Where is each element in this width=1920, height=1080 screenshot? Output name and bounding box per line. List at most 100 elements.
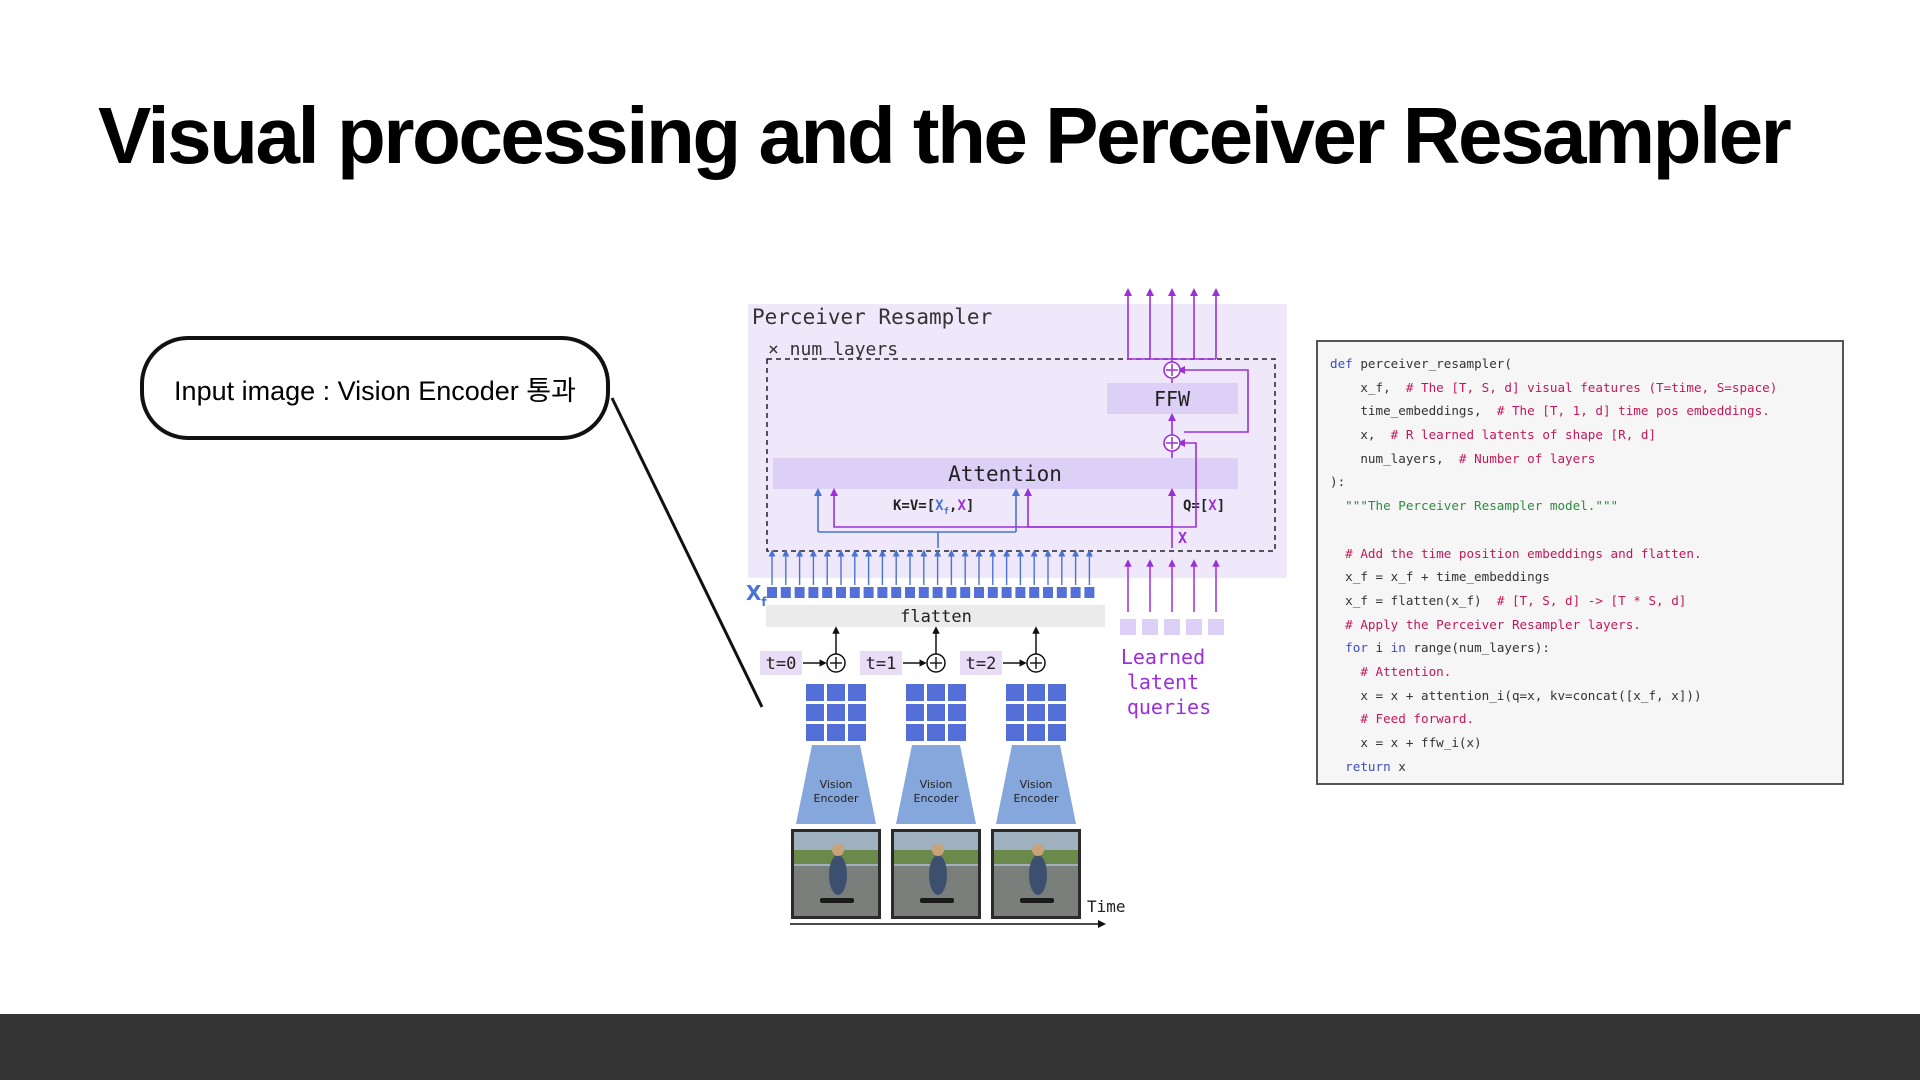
- perceiver-diagram: Perceiver Resampler × num_layers FFW Att…: [746, 288, 1287, 928]
- xf-token: [1084, 587, 1095, 598]
- attention-label: Attention: [948, 462, 1062, 486]
- residual-plus-attention: [1163, 434, 1181, 452]
- xf-token: [794, 587, 805, 598]
- feature-cell: [927, 704, 945, 721]
- xf-token: [1029, 587, 1040, 598]
- xf-token: [974, 587, 984, 598]
- vision-encoder-block: [896, 745, 976, 824]
- code-line: # Attention.: [1330, 660, 1842, 684]
- xf-token: [1043, 587, 1053, 598]
- feature-cell: [1006, 684, 1024, 701]
- code-line: # Add the time position embeddings and f…: [1330, 542, 1842, 566]
- skater-head: [932, 844, 944, 856]
- code-token: ):: [1330, 474, 1346, 490]
- feature-cell: [827, 684, 845, 701]
- footer-bar: [0, 1014, 1920, 1080]
- feature-cell: [848, 704, 866, 721]
- time-label-box: [960, 651, 1002, 675]
- x-label: X: [1178, 529, 1187, 547]
- code-token: """The Perceiver Resampler model.""": [1330, 498, 1619, 514]
- code-token: x = x + ffw_i(x): [1330, 735, 1482, 750]
- xf-token: [822, 587, 833, 598]
- xf-token: [987, 587, 998, 598]
- latent-query-token: [1208, 619, 1224, 635]
- code-token: # [T, S, d] -> [T * S, d]: [1496, 592, 1687, 608]
- code-line: """The Perceiver Resampler model.""": [1330, 494, 1842, 518]
- latent-query-token: [1164, 619, 1180, 635]
- code-token: i: [1367, 640, 1391, 656]
- slide-title: Visual processing and the Perceiver Resa…: [98, 91, 1792, 180]
- xf-token: [932, 587, 943, 598]
- code-token: x,: [1330, 427, 1391, 443]
- code-token: # Number of layers: [1458, 450, 1596, 466]
- code-line: x = x + ffw_i(x): [1330, 731, 1842, 755]
- xf-token-row: [767, 549, 1095, 598]
- feature-cell: [1048, 724, 1066, 741]
- skater-figure: [1029, 855, 1047, 895]
- code-line: [1330, 518, 1842, 542]
- xf-token: [1070, 587, 1081, 598]
- code-panel: def perceiver_resampler( x_f, # The [T, …: [1316, 340, 1844, 785]
- time-label: t=2: [966, 654, 997, 674]
- vision-encoder-block: [796, 745, 876, 824]
- code-line: def perceiver_resampler(: [1330, 352, 1842, 376]
- code-token: x_f,: [1330, 379, 1406, 395]
- code-token: num_layers,: [1330, 450, 1459, 466]
- time-label: t=1: [866, 654, 897, 674]
- code-line: x_f = x_f + time_embeddings: [1330, 565, 1842, 589]
- feature-cell: [948, 724, 966, 741]
- time-label-box: [860, 651, 902, 675]
- code-line: x, # R learned latents of shape [R, d]: [1330, 423, 1842, 447]
- time-axis-label: Time: [1087, 897, 1126, 916]
- feature-cell: [927, 684, 945, 701]
- latent-query-token: [1186, 619, 1202, 635]
- xf-token: [905, 587, 915, 598]
- xf-token: [808, 587, 819, 598]
- xf-label: Xf: [746, 581, 767, 609]
- x-routing-lines: [830, 288, 1249, 548]
- xf-token: [1001, 587, 1012, 598]
- skater-figure: [929, 855, 947, 895]
- time-label-box: [760, 651, 802, 675]
- flatten-label: flatten: [900, 607, 972, 627]
- resampler-title: Perceiver Resampler: [752, 305, 992, 329]
- feature-cell: [1048, 704, 1066, 721]
- xf-token: [863, 587, 874, 598]
- latent-query-token: [1120, 619, 1136, 635]
- code-line: for i in range(num_layers):: [1330, 636, 1842, 660]
- flatten-bar: [766, 605, 1105, 627]
- code-token: # R learned latents of shape [R, d]: [1390, 427, 1657, 443]
- code-token: # The [T, S, d] visual features (T=time,…: [1405, 379, 1778, 395]
- feature-cell: [1027, 684, 1045, 701]
- code-token: x_f = x_f + time_embeddings: [1330, 569, 1550, 585]
- q-label: Q=[X]: [1183, 498, 1225, 514]
- code-line: num_layers, # Number of layers: [1330, 447, 1842, 471]
- code-token: def: [1330, 356, 1353, 371]
- code-token: # The [T, 1, d] time pos embeddings.: [1496, 403, 1770, 419]
- feature-cell: [1027, 724, 1045, 741]
- residual-plus-ffw: [1163, 361, 1181, 379]
- skateboard: [820, 898, 854, 903]
- xf-token: [891, 587, 902, 598]
- xf-token: [877, 587, 888, 598]
- skateboard: [920, 898, 954, 903]
- feature-cell: [806, 684, 824, 701]
- feature-cell: [1048, 684, 1066, 701]
- code-token: for: [1330, 640, 1368, 656]
- code-line: x = x + attention_i(q=x, kv=concat([x_f,…: [1330, 684, 1842, 708]
- xf-routing-lines: [814, 488, 1020, 548]
- feature-cell: [906, 684, 924, 701]
- time-label: t=0: [766, 654, 797, 674]
- skater-figure: [829, 855, 847, 895]
- feature-cell: [1006, 724, 1024, 741]
- latent-query-token: [1142, 619, 1158, 635]
- code-token: range(num_layers):: [1405, 640, 1550, 656]
- feature-cell: [827, 704, 845, 721]
- xf-token: [780, 587, 791, 598]
- code-token: in: [1390, 640, 1406, 656]
- xf-token: [849, 587, 860, 598]
